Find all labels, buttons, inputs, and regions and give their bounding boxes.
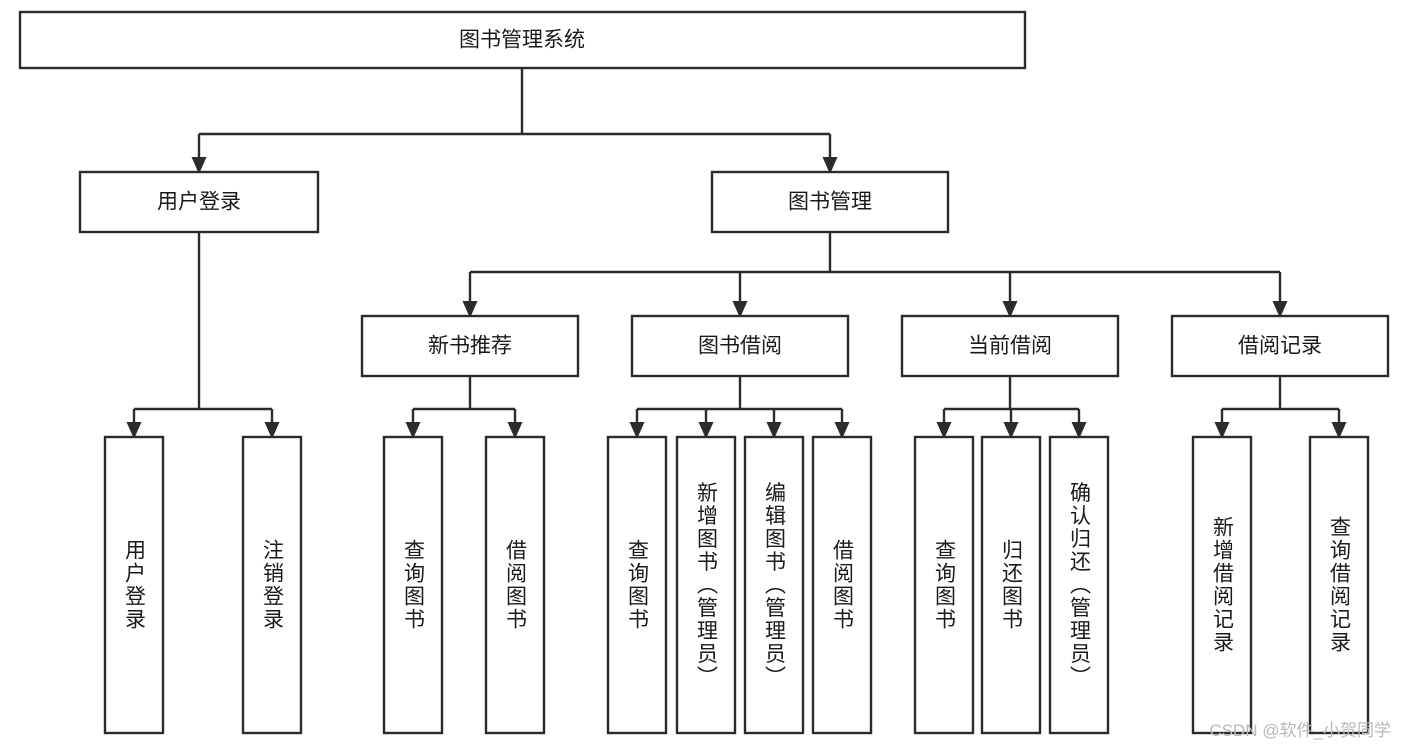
leaf-query-book-2-label: 查询图书 — [626, 539, 650, 631]
leaf-logout-label: 注销登录 — [261, 539, 285, 631]
leaf-borrow-book-1[interactable]: 借阅图书 — [484, 435, 546, 735]
edges-borrowrecord-to-leaves — [1214, 376, 1347, 439]
leaf-user-login[interactable]: 用户登录 — [103, 435, 165, 735]
leaf-borrow-book-2-label: 借阅图书 — [831, 539, 855, 631]
leaf-logout[interactable]: 注销登录 — [241, 435, 303, 735]
node-root-label: 图书管理系统 — [459, 29, 585, 52]
node-root[interactable]: 图书管理系统 — [18, 10, 1027, 70]
leaf-query-record[interactable]: 查询借阅记录 — [1308, 435, 1370, 735]
node-borrow-record[interactable]: 借阅记录 — [1170, 314, 1390, 378]
leaf-query-book-2[interactable]: 查询图书 — [606, 435, 668, 735]
leaf-query-record-label: 查询借阅记录 — [1328, 516, 1352, 654]
leaf-query-book-3-label: 查询图书 — [933, 539, 957, 631]
node-borrow-record-label: 借阅记录 — [1238, 335, 1322, 358]
node-book-borrow[interactable]: 图书借阅 — [630, 314, 850, 378]
leaf-query-book-1-label: 查询图书 — [402, 539, 426, 631]
node-book-manage-label: 图书管理 — [788, 191, 872, 214]
leaf-return-book-label: 归还图书 — [1000, 539, 1024, 631]
node-new-book-rec-label: 新书推荐 — [428, 335, 512, 358]
node-book-manage[interactable]: 图书管理 — [710, 170, 950, 234]
edges-newbookrec-to-leaves — [405, 376, 523, 439]
edges-root-to-level2 — [191, 68, 838, 174]
edges-currentborrow-to-leaves — [936, 376, 1087, 439]
leaf-query-book-1[interactable]: 查询图书 — [382, 435, 444, 735]
edges-bookmanage-to-level3 — [462, 232, 1288, 318]
edges-bookborrow-to-leaves — [629, 376, 850, 439]
leaf-add-record[interactable]: 新增借阅记录 — [1191, 435, 1253, 735]
leaf-return-book[interactable]: 归还图书 — [980, 435, 1042, 735]
node-current-borrow[interactable]: 当前借阅 — [900, 314, 1120, 378]
edges-userlogin-to-leaves — [126, 232, 280, 439]
node-current-borrow-label: 当前借阅 — [968, 335, 1052, 358]
node-new-book-rec[interactable]: 新书推荐 — [360, 314, 580, 378]
leaf-user-login-label: 用户登录 — [123, 539, 147, 631]
leaf-borrow-book-2[interactable]: 借阅图书 — [811, 435, 873, 735]
node-user-login-label: 用户登录 — [157, 191, 241, 214]
leaf-borrow-book-1-label: 借阅图书 — [504, 539, 528, 631]
node-book-borrow-label: 图书借阅 — [698, 335, 782, 358]
leaf-confirm-return[interactable]: 确认归还（管理员） — [1048, 435, 1110, 735]
leaf-add-book[interactable]: 新增图书（管理员） — [675, 435, 737, 735]
leaf-add-book-label: 新增图书（管理员） — [695, 482, 719, 689]
leaf-query-book-3[interactable]: 查询图书 — [913, 435, 975, 735]
leaf-add-record-label: 新增借阅记录 — [1211, 516, 1235, 654]
leaf-edit-book-label: 编辑图书（管理员） — [763, 482, 787, 689]
node-user-login[interactable]: 用户登录 — [78, 170, 320, 234]
leaf-edit-book[interactable]: 编辑图书（管理员） — [743, 435, 805, 735]
leaf-confirm-return-label: 确认归还（管理员） — [1068, 482, 1092, 689]
